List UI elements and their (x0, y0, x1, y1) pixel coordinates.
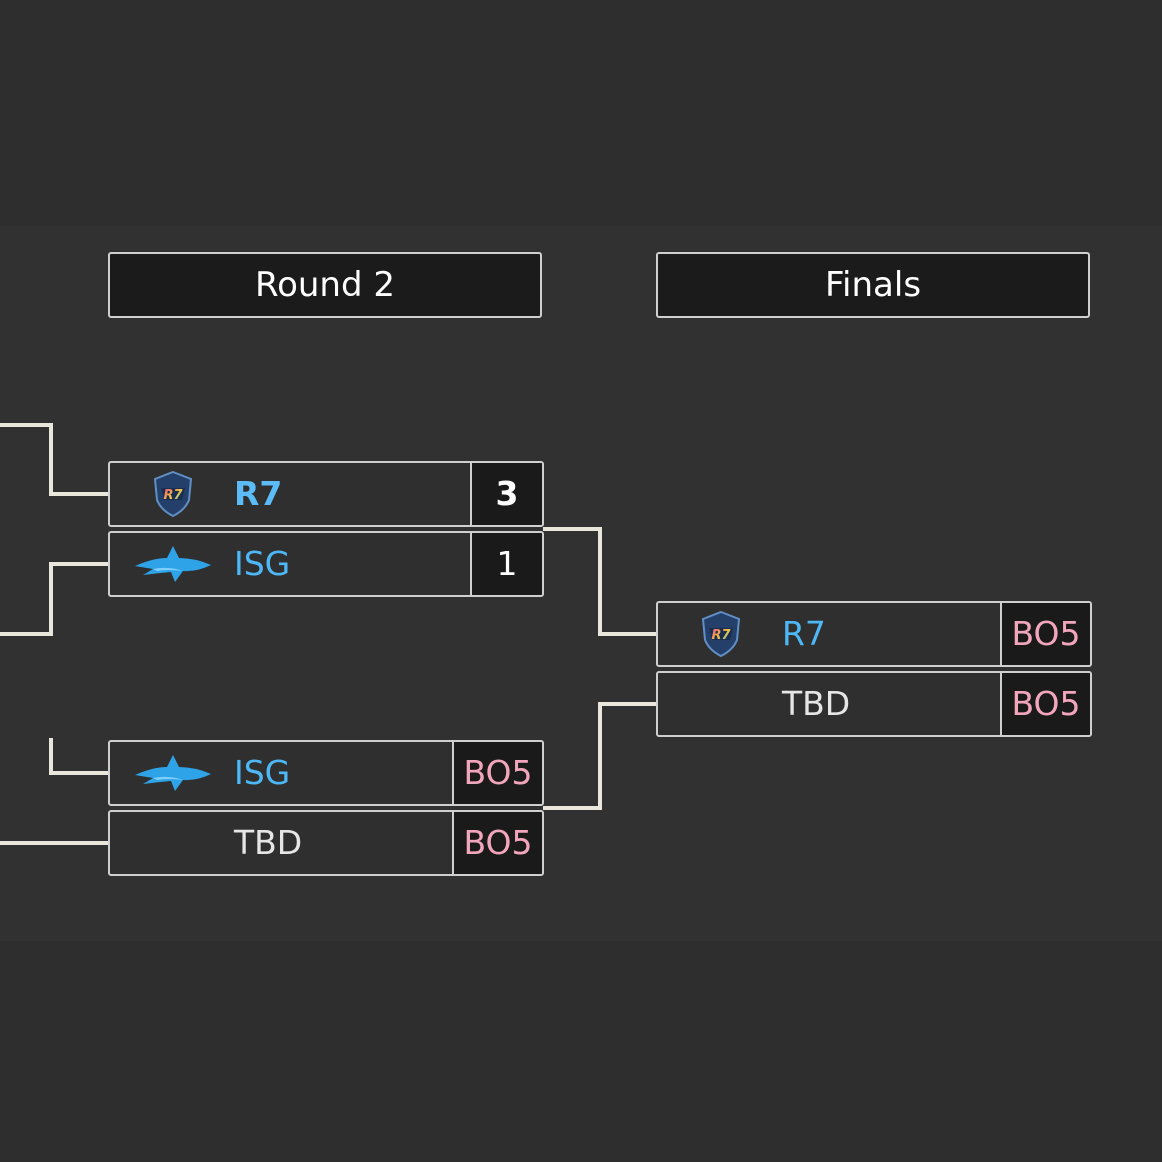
team-name: R7 (782, 614, 826, 653)
series-format: BO5 (1000, 603, 1090, 665)
series-format: BO5 (452, 812, 542, 874)
r7-shield-icon: R7 (133, 463, 213, 525)
team-name: TBD (234, 823, 303, 862)
match-team-row[interactable]: ISG 1 (108, 531, 544, 597)
isg-shark-icon (133, 742, 213, 804)
svg-text:R7: R7 (711, 628, 731, 643)
svg-text:R7: R7 (163, 488, 183, 503)
match-team-row[interactable]: TBD BO5 (108, 810, 544, 876)
series-format: BO5 (452, 742, 542, 804)
connector-line (543, 527, 657, 636)
match-team-row[interactable]: TBD BO5 (656, 671, 1092, 737)
round-header-round-2: Round 2 (108, 252, 542, 318)
isg-shark-icon (133, 533, 213, 595)
team-score: 1 (470, 533, 542, 595)
connector-line (0, 562, 108, 636)
team-score: 3 (470, 463, 542, 525)
match-team-row[interactable]: R7 R7 3 (108, 461, 544, 527)
round-header-finals: Finals (656, 252, 1090, 318)
match-team-row[interactable]: ISG BO5 (108, 740, 544, 806)
team-name: ISG (234, 544, 291, 583)
connector-line (543, 702, 657, 810)
team-name: R7 (234, 474, 283, 513)
connector-line (49, 738, 108, 775)
team-name: ISG (234, 753, 291, 792)
match-team-row[interactable]: R7 R7 BO5 (656, 601, 1092, 667)
team-name: TBD (782, 684, 851, 723)
series-format: BO5 (1000, 673, 1090, 735)
r7-shield-icon: R7 (681, 603, 761, 665)
connector-line (0, 423, 108, 496)
